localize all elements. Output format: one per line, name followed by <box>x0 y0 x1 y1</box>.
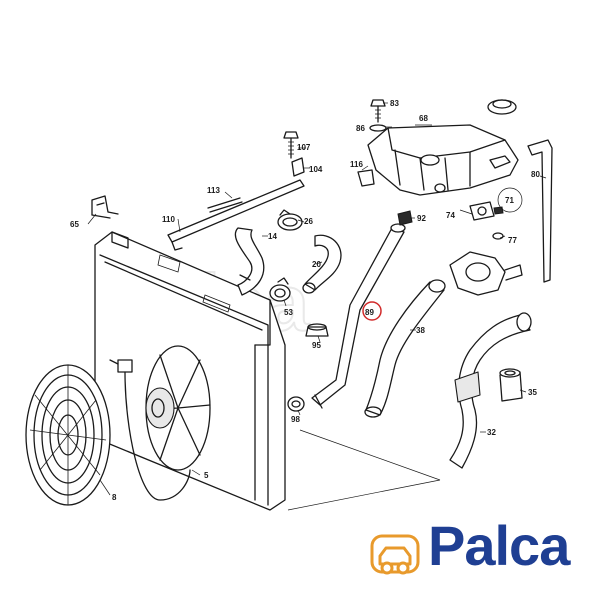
clip-116 <box>357 169 375 187</box>
label-110: 110 <box>162 215 175 224</box>
hose-20 <box>302 234 342 294</box>
pipe-80 <box>527 139 553 283</box>
label-20: 20 <box>312 260 321 269</box>
bracket-65 <box>91 195 119 219</box>
label-38: 38 <box>416 326 425 335</box>
label-113: 113 <box>207 186 220 195</box>
hose-38 <box>364 279 446 418</box>
label-89: 89 <box>365 308 374 317</box>
thermostat-housing <box>449 251 523 296</box>
washer-77 <box>492 232 504 240</box>
palca-logo-text: Palca <box>428 514 570 577</box>
highlight-circle-71 <box>497 187 523 213</box>
label-53: 53 <box>284 308 293 317</box>
part-labels: 83 68 86 107 116 104 80 113 92 74 71 65 … <box>70 99 540 502</box>
fan-assembly <box>109 345 211 501</box>
clamp-26 <box>277 209 303 231</box>
label-26: 26 <box>304 217 313 226</box>
label-116: 116 <box>350 160 363 169</box>
label-80: 80 <box>531 170 540 179</box>
clamp-53 <box>269 277 291 302</box>
hose-32 <box>449 312 532 469</box>
vent-tubes <box>167 179 305 251</box>
label-35: 35 <box>528 388 537 397</box>
sensor-71 <box>469 201 504 221</box>
bushing-95 <box>305 323 329 337</box>
pipe-89 <box>311 223 406 409</box>
label-74: 74 <box>446 211 455 220</box>
clip-104 <box>291 157 305 177</box>
label-92: 92 <box>417 214 426 223</box>
label-98: 98 <box>291 415 300 424</box>
label-107: 107 <box>297 143 311 152</box>
label-104: 104 <box>309 165 323 174</box>
tank-cap <box>487 99 517 115</box>
hose-14 <box>234 227 265 296</box>
bolt-83 <box>370 99 386 123</box>
expansion-tank <box>367 124 519 196</box>
sleeve-35 <box>499 368 523 402</box>
washer-86 <box>369 124 387 132</box>
label-95: 95 <box>312 341 321 350</box>
label-32: 32 <box>487 428 496 437</box>
highlight-circle-89 <box>362 301 382 321</box>
label-83: 83 <box>390 99 399 108</box>
car-icon <box>370 534 420 575</box>
fan-shroud <box>25 364 111 506</box>
label-68: 68 <box>419 114 428 123</box>
label-5: 5 <box>204 471 209 480</box>
label-71: 71 <box>505 196 514 205</box>
clamp-98 <box>287 396 305 412</box>
fitting-92 <box>397 210 413 226</box>
leader-lines <box>87 102 547 511</box>
label-14: 14 <box>268 232 277 241</box>
palca-logo <box>370 534 420 575</box>
bolt-107 <box>283 131 299 159</box>
label-65: 65 <box>70 220 79 229</box>
label-77: 77 <box>508 236 517 245</box>
label-86: 86 <box>356 124 365 133</box>
label-8: 8 <box>112 493 117 502</box>
